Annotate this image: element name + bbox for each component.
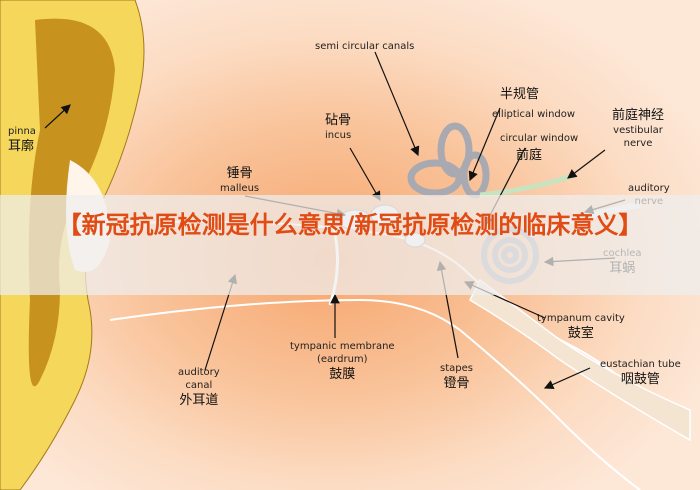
label-auditory-canal: auditory canal 外耳道 <box>178 366 220 409</box>
label-elliptical-window: elliptical window <box>492 109 576 120</box>
label-auditory-canal-en1: auditory <box>178 367 220 378</box>
label-auditory-nerve-en1: auditory <box>628 183 670 194</box>
label-semicircular-canals: semi circular canals <box>315 41 415 52</box>
label-malleus-en: malleus <box>220 183 260 194</box>
label-tympanic-membrane-zh: 鼓膜 <box>329 367 356 382</box>
label-stapes: stapes 镫骨 <box>440 362 473 392</box>
label-malleus-zh: 锤骨 <box>226 166 253 181</box>
semicircular-canals-shape <box>407 122 490 199</box>
eustachian-tube <box>469 278 691 442</box>
label-circular-window: circular window <box>500 133 579 144</box>
label-tympanum-en: tympanum cavity <box>537 313 625 324</box>
label-tympanic-membrane-en1: tympanic membrane <box>290 341 395 352</box>
label-eustachian-en: eustachian tube <box>600 359 681 370</box>
label-pinna: pinna 耳廓 <box>8 125 36 155</box>
label-tympanic-membrane: tympanic membrane (eardrum) 鼓膜 <box>290 340 395 383</box>
label-incus-en: incus <box>325 130 352 141</box>
label-pinna-en: pinna <box>8 126 36 137</box>
label-eustachian-zh: 咽鼓管 <box>620 372 660 387</box>
label-incus: 砧骨 incus <box>325 112 351 142</box>
label-stapes-en: stapes <box>440 363 473 374</box>
label-auditory-canal-zh: 外耳道 <box>179 393 219 408</box>
vestibular-nerve-shape <box>479 172 576 198</box>
label-circular-window-zh: 前庭 <box>516 148 543 163</box>
label-vestibular-nerve-en2: nerve <box>623 138 653 149</box>
label-incus-zh: 砧骨 <box>325 113 352 128</box>
label-vestibular-nerve-zh: 前庭神经 <box>612 108 665 123</box>
label-vestibular-nerve-en1: vestibular <box>613 125 663 136</box>
label-eustachian-tube: eustachian tube 咽鼓管 <box>600 358 681 388</box>
label-malleus: 锤骨 malleus <box>220 165 259 195</box>
title-banner <box>0 195 700 295</box>
label-auditory-canal-en2: canal <box>185 380 213 391</box>
label-tympanic-membrane-en2: (eardrum) <box>317 354 368 365</box>
label-stapes-zh: 镫骨 <box>443 376 470 391</box>
banner-title: 【新冠抗原检测是什么意思/新冠抗原检测的临床意义】 <box>57 211 643 239</box>
canal-outline-lower <box>109 298 641 490</box>
label-vestibular-nerve: 前庭神经 vestibular nerve <box>612 107 664 150</box>
label-tympanum-cavity: tympanum cavity 鼓室 <box>537 312 625 342</box>
label-tympanum-zh: 鼓室 <box>567 326 594 341</box>
label-semicircular-canals-zh: 半规管 <box>500 87 540 102</box>
label-pinna-zh: 耳廓 <box>8 139 35 154</box>
